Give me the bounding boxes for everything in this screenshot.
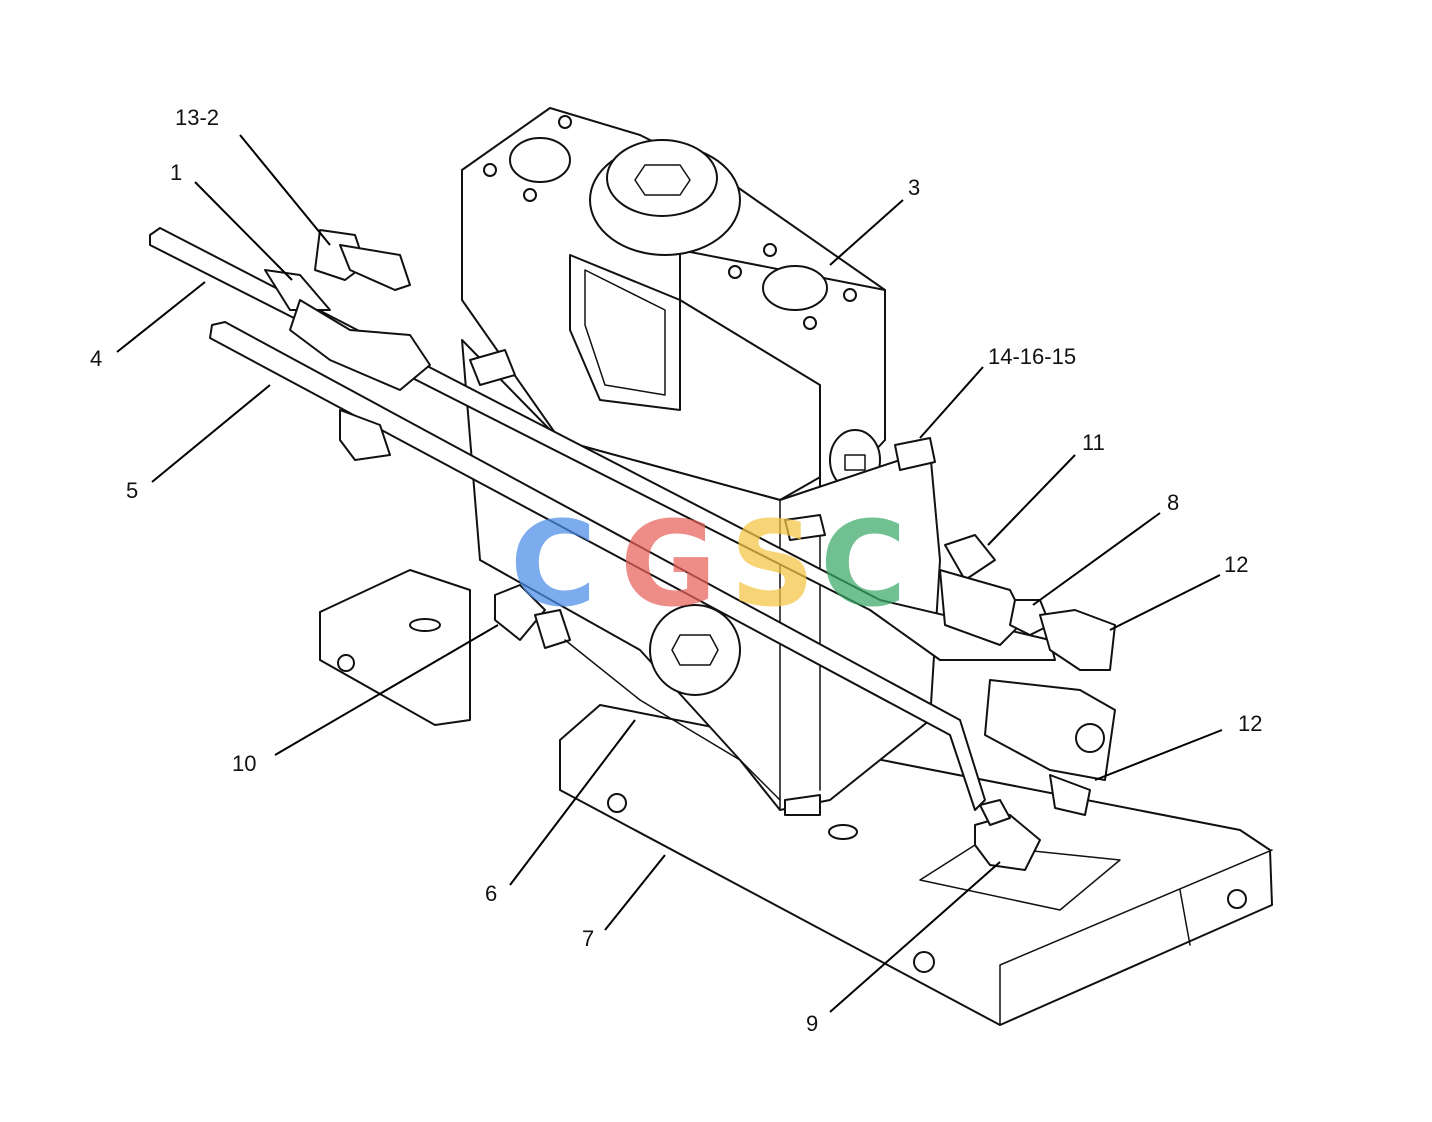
- callout-8: 8: [1167, 490, 1179, 515]
- leader-3: [829, 199, 904, 266]
- leader-14-16-15: [919, 366, 984, 439]
- base-plate: [559, 704, 1273, 1026]
- fitting-13-2: [264, 229, 431, 461]
- watermark-letter-c1: C: [510, 495, 597, 633]
- callout-14-16-15: 14-16-15: [988, 344, 1076, 369]
- callout-10: 10: [232, 751, 256, 776]
- callout-1: 1: [170, 160, 182, 185]
- callout-7: 7: [582, 926, 594, 951]
- leader-12a: [1109, 574, 1221, 631]
- callout-labels: 13-2 1 3 4 5 14-16-15 11 8 12 12 10 6 7 …: [90, 105, 1262, 1036]
- watermark-letter-g: G: [620, 495, 717, 633]
- leader-5: [151, 384, 271, 483]
- leader-11: [987, 454, 1076, 546]
- leader-lines: [116, 134, 1223, 1013]
- leader-1: [194, 181, 293, 281]
- callout-9: 9: [806, 1011, 818, 1036]
- callout-12a: 12: [1224, 552, 1248, 577]
- callout-12b: 12: [1238, 711, 1262, 736]
- leader-13-2: [239, 134, 331, 246]
- leader-8: [1032, 512, 1161, 606]
- callout-11: 11: [1082, 430, 1105, 455]
- callout-5: 5: [126, 478, 138, 503]
- leader-7: [604, 854, 666, 931]
- callout-6: 6: [485, 881, 497, 906]
- right-fittings: [939, 534, 1116, 816]
- leader-9: [829, 861, 1001, 1013]
- leader-10: [274, 624, 499, 756]
- valve-body: [461, 107, 886, 511]
- callout-13-2: 13-2: [175, 105, 219, 130]
- leader-12b: [1094, 729, 1223, 781]
- callout-3: 3: [908, 175, 920, 200]
- watermark-letter-c2: C: [820, 495, 907, 633]
- leader-4: [116, 281, 206, 353]
- watermark: C G S C: [510, 495, 907, 633]
- left-flange: [319, 569, 471, 726]
- callout-4: 4: [90, 346, 102, 371]
- leader-6: [509, 719, 636, 886]
- fitting-9: [974, 799, 1041, 871]
- watermark-letter-s: S: [730, 495, 815, 633]
- fitting-10: [494, 584, 781, 801]
